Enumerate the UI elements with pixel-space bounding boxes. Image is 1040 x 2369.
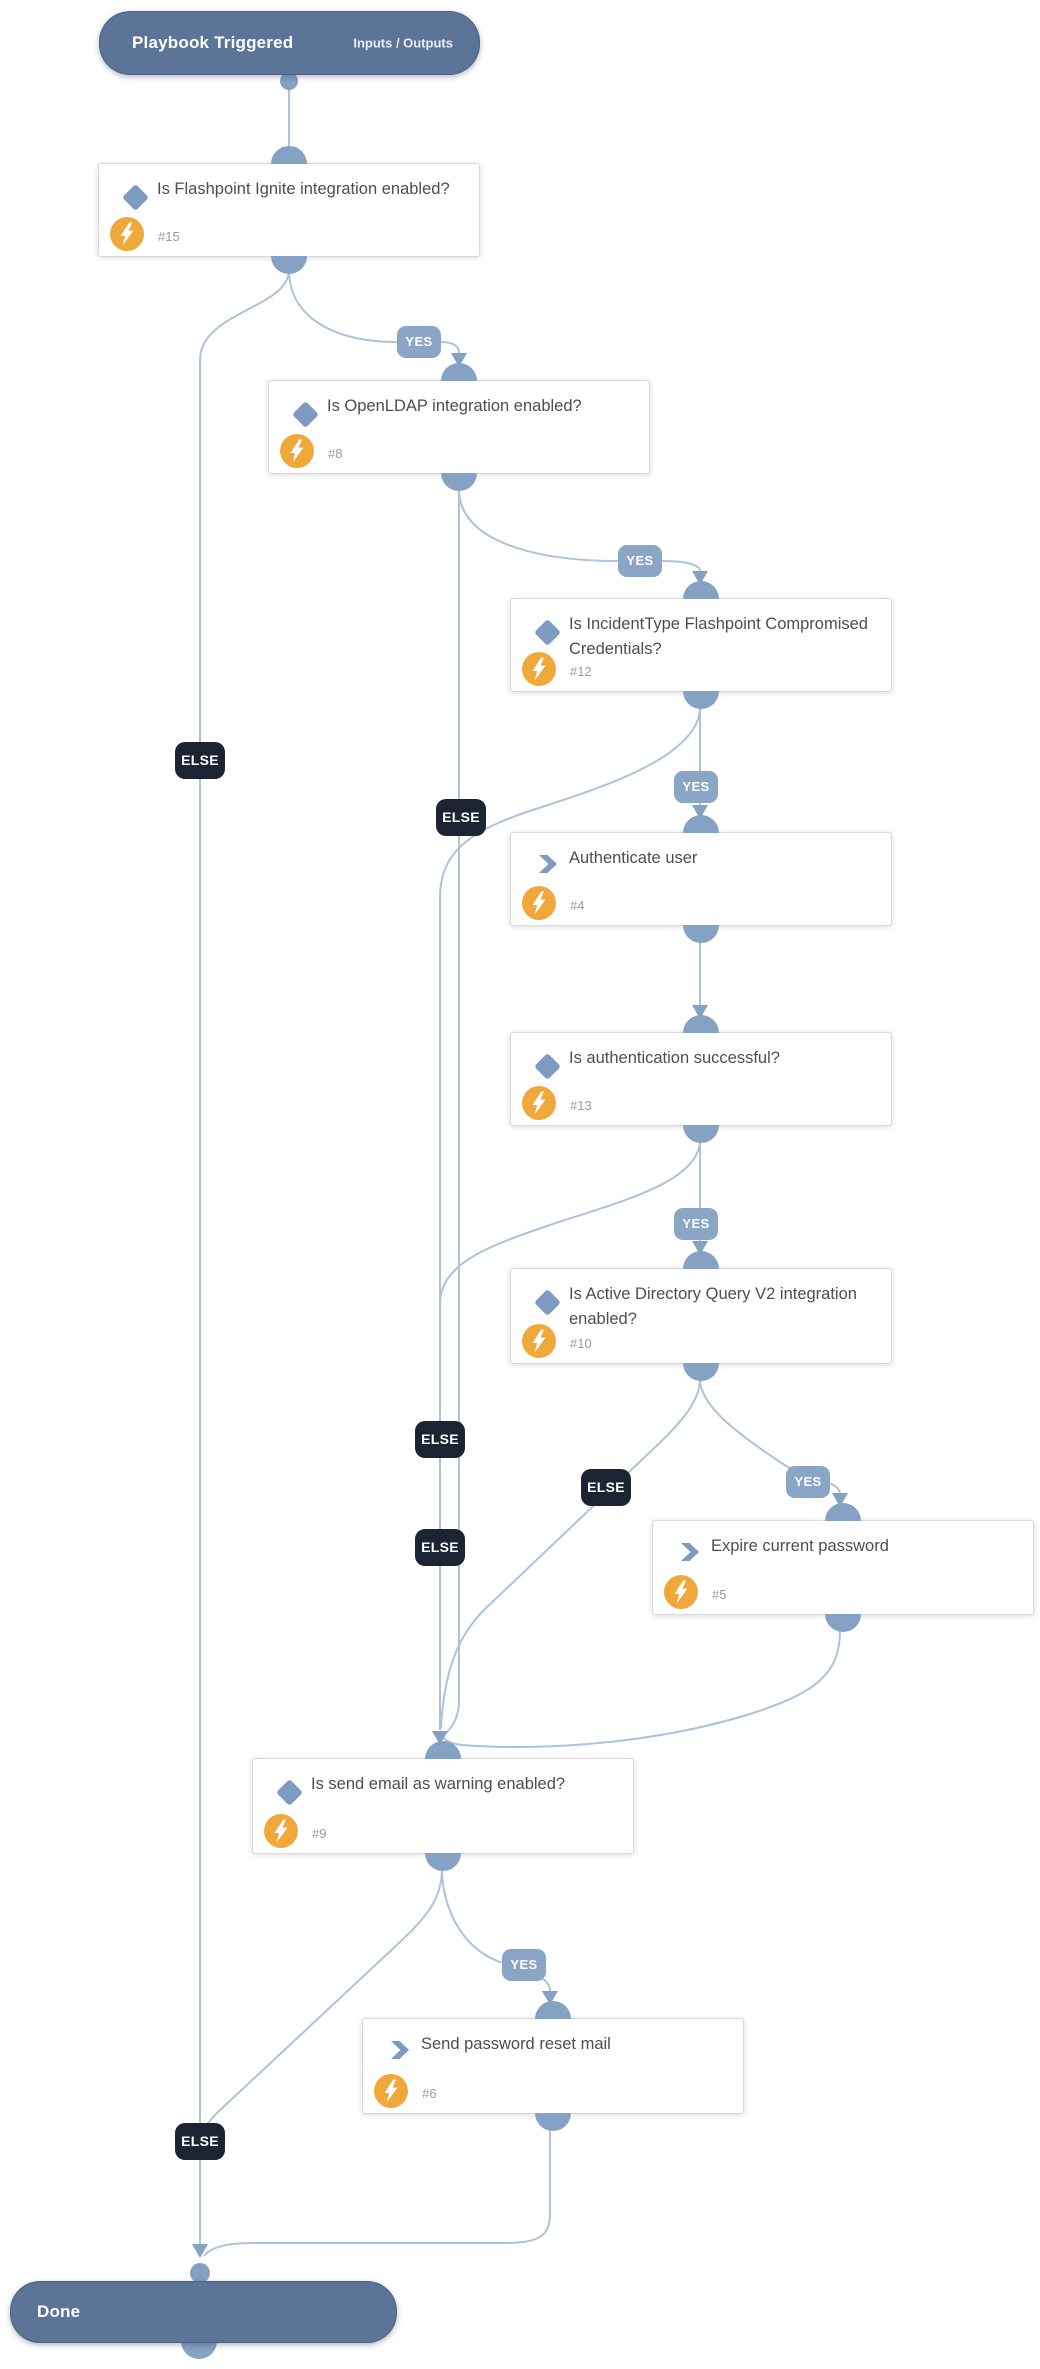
task-title: Is Active Directory Query V2 integration… [569, 1285, 857, 1328]
playbook-trigger-title: Playbook Triggered [132, 33, 294, 52]
task-title: Authenticate user [569, 849, 698, 867]
task-id: #13 [570, 1098, 592, 1113]
branch-label-else: ELSE [436, 799, 486, 836]
branch-label-else: ELSE [175, 2123, 225, 2160]
lightning-bolt-icon [522, 1324, 556, 1358]
input-connector[interactable] [683, 1015, 719, 1033]
input-connector[interactable] [441, 363, 477, 381]
output-connector[interactable] [683, 925, 719, 943]
action-chevron-right-icon [678, 1541, 700, 1563]
lightning-bolt-icon [110, 217, 144, 251]
lightning-bolt-icon [264, 1814, 298, 1848]
condition-diamond-icon [276, 1779, 303, 1806]
task-title: Expire current password [711, 1537, 889, 1555]
task-id: #10 [570, 1336, 592, 1351]
task-node-is-authentication-successful[interactable]: Is authentication successful? #13 [510, 1015, 892, 1143]
input-connector[interactable] [271, 146, 307, 164]
output-connector[interactable] [683, 691, 719, 709]
task-id: #4 [570, 898, 585, 913]
input-connector[interactable] [535, 2001, 571, 2019]
branch-label-yes: YES [786, 1466, 830, 1498]
task-title: Is Flashpoint Ignite integration enabled… [157, 180, 450, 198]
lightning-bolt-icon [374, 2074, 408, 2108]
task-id: #6 [422, 2086, 437, 2101]
branch-label-else: ELSE [415, 1529, 465, 1566]
task-id: #15 [158, 229, 180, 244]
task-node-is-incidenttype-flashpoint[interactable]: Is IncidentType Flashpoint Compromised C… [510, 581, 892, 709]
task-node-is-send-email-warning-enabled[interactable]: Is send email as warning enabled? #9 [252, 1741, 634, 1871]
input-connector[interactable] [425, 1741, 461, 1759]
condition-diamond-icon [292, 401, 319, 428]
branch-label-yes: YES [674, 771, 718, 803]
output-connector[interactable] [825, 1614, 861, 1632]
input-connector[interactable] [683, 1251, 719, 1269]
condition-diamond-icon [534, 1289, 561, 1316]
output-connector[interactable] [535, 2113, 571, 2131]
branch-label-else: ELSE [415, 1421, 465, 1458]
output-connector[interactable] [441, 473, 477, 491]
lightning-bolt-icon [522, 652, 556, 686]
action-chevron-right-icon [388, 2039, 410, 2061]
lightning-bolt-icon [664, 1575, 698, 1609]
task-node-is-openldap-enabled[interactable]: Is OpenLDAP integration enabled? #8 [268, 363, 650, 491]
done-pill[interactable]: Done [10, 2281, 397, 2343]
lightning-bolt-icon [280, 434, 314, 468]
output-connector[interactable] [683, 1363, 719, 1381]
input-connector[interactable] [683, 815, 719, 833]
branch-label-yes: YES [502, 1949, 546, 1981]
branch-label-yes: YES [674, 1208, 718, 1240]
condition-diamond-icon [122, 184, 149, 211]
inputs-outputs-link[interactable]: Inputs / Outputs [353, 35, 453, 51]
task-title: Send password reset mail [421, 2035, 611, 2053]
output-connector[interactable] [425, 1853, 461, 1871]
task-node-expire-current-password[interactable]: Expire current password #5 [652, 1503, 1034, 1632]
task-title: Is OpenLDAP integration enabled? [327, 397, 582, 415]
task-node-send-password-reset-mail[interactable]: Send password reset mail #6 [362, 2001, 744, 2131]
input-connector[interactable] [683, 581, 719, 599]
branch-label-yes: YES [397, 326, 441, 358]
input-connector[interactable] [825, 1503, 861, 1521]
task-node-is-ad-query-v2-enabled[interactable]: Is Active Directory Query V2 integration… [510, 1251, 892, 1381]
task-id: #9 [312, 1826, 327, 1841]
output-connector[interactable] [271, 256, 307, 274]
done-label: Done [37, 2302, 81, 2321]
task-id: #12 [570, 664, 592, 679]
condition-diamond-icon [534, 619, 561, 646]
condition-diamond-icon [534, 1053, 561, 1080]
branch-label-else: ELSE [581, 1469, 631, 1506]
action-chevron-right-icon [536, 853, 558, 875]
lightning-bolt-icon [522, 1086, 556, 1120]
output-connector[interactable] [683, 1125, 719, 1143]
task-title: Is authentication successful? [569, 1049, 780, 1067]
task-id: #5 [712, 1587, 727, 1602]
lightning-bolt-icon [522, 886, 556, 920]
task-title: Is IncidentType Flashpoint Compromised C… [569, 615, 868, 658]
task-id: #8 [328, 446, 343, 461]
branch-label-yes: YES [618, 545, 662, 577]
task-title: Is send email as warning enabled? [311, 1775, 566, 1793]
branch-label-else: ELSE [175, 742, 225, 779]
task-node-is-flashpoint-ignite-enabled[interactable]: Is Flashpoint Ignite integration enabled… [98, 146, 480, 274]
playbook-trigger-pill[interactable]: Playbook Triggered Inputs / Outputs [99, 11, 480, 75]
task-node-authenticate-user[interactable]: Authenticate user #4 [510, 815, 892, 943]
